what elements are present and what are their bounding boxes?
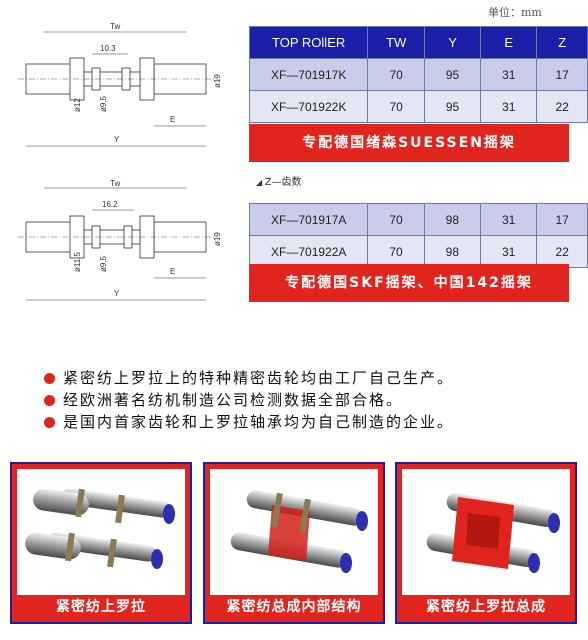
- table-cell: 98: [423, 203, 481, 236]
- unit-label: 单位：mm: [488, 6, 542, 19]
- dim-d95-label: ø9.5: [99, 95, 108, 112]
- table-cell: XF—701917A: [248, 203, 369, 236]
- photo-card-top-roller: 紧密纺上罗拉: [10, 462, 192, 624]
- table-cell: XF—701917K: [248, 58, 369, 91]
- table-cell: 70: [367, 235, 425, 268]
- dim-e-label: E: [170, 115, 175, 124]
- photo-top-roller: [17, 469, 185, 595]
- feature-list: 紧密纺上罗拉上的特种精密齿轮均由工厂自己生产。 经欧洲著名纺机制造公司检测数据全…: [44, 367, 454, 433]
- table-row: XF—701917A 70 98 31 17: [248, 203, 588, 236]
- technical-drawing-1: Tw 10.3 ø12 ø9.5 ø19 E Y: [18, 22, 222, 147]
- bullet-dot: [44, 394, 55, 406]
- table-row: XF—701917K 70 95 31 17: [248, 58, 588, 91]
- list-item: 紧密纺上罗拉上的特种精密齿轮均由工厂自己生产。: [44, 367, 454, 389]
- table-cell: 70: [367, 58, 425, 91]
- banner-skf: 专配德国SKF摇架、中国142摇架: [249, 264, 569, 302]
- dim-e-label: E: [170, 267, 175, 276]
- list-item: 是国内首家齿轮和上罗拉轴承均为自己制造的企业。: [44, 411, 454, 433]
- header-y: Y: [423, 26, 482, 59]
- photo-caption: 紧密纺上罗拉: [56, 599, 146, 615]
- table-cell: 22: [536, 90, 588, 123]
- list-item: 经欧洲著名纺机制造公司检测数据全部合格。: [44, 389, 454, 411]
- header-tw: TW: [367, 26, 425, 59]
- dim-gap-label: 10.3: [100, 44, 116, 53]
- dim-gap-label: 16.2: [102, 200, 118, 209]
- z-note: ◢ Z—齿数: [256, 177, 302, 188]
- dim-tw-label: Tw: [110, 22, 120, 31]
- photo-roller-assembly: [402, 469, 570, 595]
- dim-y-label: Y: [114, 289, 120, 298]
- table-header-row: TOP ROllER TW Y E Z: [248, 26, 588, 59]
- dim-d95-label: ø9.5: [99, 255, 108, 272]
- table-cell: 70: [367, 90, 425, 123]
- dim-d12-label: ø12: [73, 98, 82, 112]
- table-cell: 17: [536, 203, 588, 236]
- header-e: E: [480, 26, 538, 59]
- dim-tw-label: Tw: [110, 180, 120, 188]
- photo-internal-structure: [210, 469, 378, 595]
- dim-d115-label: ø11.5: [73, 252, 82, 272]
- table-cell: 22: [536, 235, 588, 268]
- technical-drawing-2: Tw 16.2 ø11.5 ø9.5 ø19 E Y: [18, 180, 222, 301]
- dim-y-label: Y: [114, 135, 120, 144]
- dim-d19-label: ø19: [213, 232, 222, 246]
- table-cell: 17: [536, 58, 588, 91]
- spec-table-1: TOP ROllER TW Y E Z XF—701917K 70 95 31 …: [248, 26, 588, 123]
- table-cell: 70: [367, 203, 425, 236]
- photo-card-internal-structure: 紧密纺总成内部结构: [203, 462, 385, 624]
- table-cell: 98: [423, 235, 481, 268]
- dim-d19-label: ø19: [213, 74, 222, 88]
- table-cell: XF—701922A: [248, 235, 369, 268]
- table-row: XF—701922A 70 98 31 22: [248, 235, 588, 268]
- table-cell: 31: [479, 235, 538, 268]
- photo-card-roller-assembly: 紧密纺上罗拉总成: [395, 462, 577, 624]
- header-top-roller: TOP ROllER: [248, 26, 369, 59]
- photo-caption: 紧密纺上罗拉总成: [426, 599, 546, 615]
- table-cell: 31: [480, 90, 538, 123]
- photo-caption: 紧密纺总成内部结构: [226, 599, 362, 615]
- table-cell: 31: [480, 58, 538, 91]
- table-cell: XF—701922K: [248, 90, 369, 123]
- bullet-dot: [44, 372, 55, 384]
- table-cell: 31: [479, 203, 538, 236]
- spec-table-2: XF—701917A 70 98 31 17 XF—701922A 70 98 …: [248, 203, 588, 268]
- table-row: XF—701922K 70 95 31 22: [248, 90, 588, 123]
- banner-suessen: 专配德国绪森SUESSEN摇架: [249, 124, 569, 162]
- header-z: Z: [536, 26, 588, 59]
- table-cell: 95: [423, 58, 482, 91]
- bullet-dot: [44, 416, 55, 428]
- table-cell: 95: [423, 90, 482, 123]
